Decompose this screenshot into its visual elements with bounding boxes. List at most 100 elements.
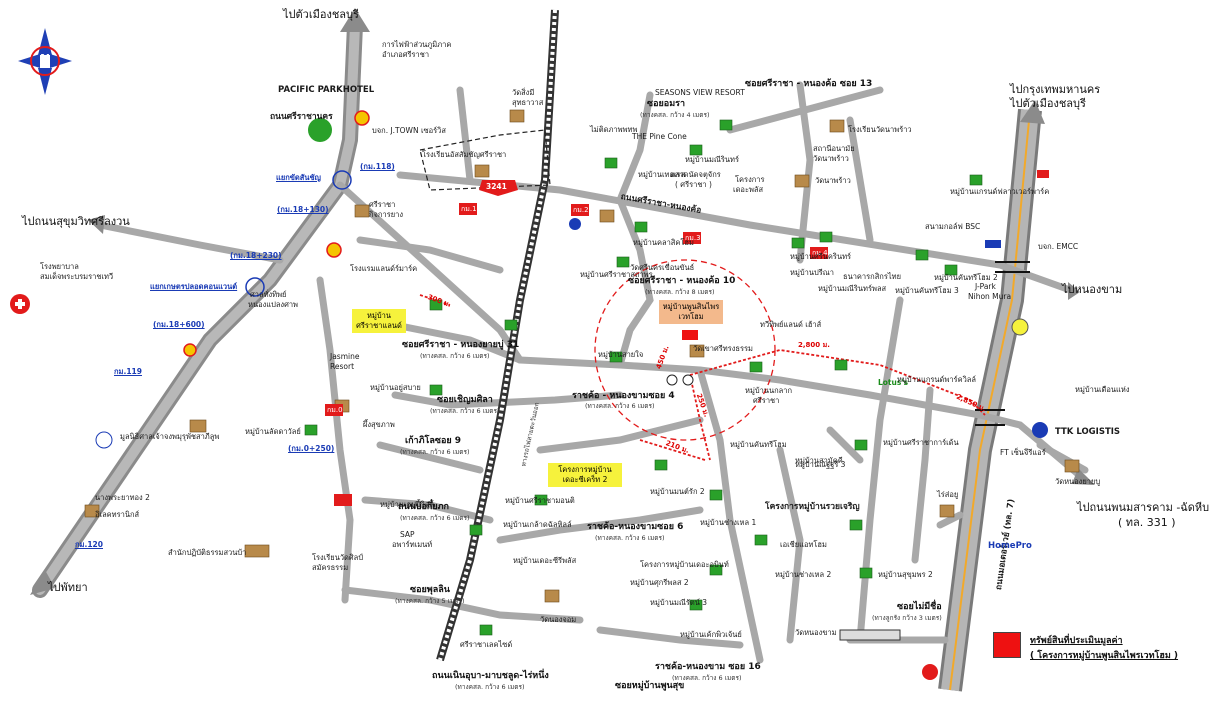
place-29: นางพระยาทอง 2 [95, 493, 150, 502]
km2-label: กม.2 [573, 206, 589, 214]
shell-icons [183, 110, 370, 357]
village-4: หมู่บ้านมณีรินทร์ [685, 155, 740, 164]
village-25: หมู่บ้านมณีรัตน์ 3 [650, 598, 708, 607]
place-13b: เดอะพลัส [733, 185, 764, 194]
place-14: สนามกอล์ฟ BSC [925, 222, 981, 231]
road-soi31: ซอยศรีราชา - หนองยายบู่ 31 [402, 340, 520, 350]
place-35b: Resort [330, 362, 355, 371]
distance-d2: 2,800 ม. [798, 341, 830, 349]
junction-km0250: (กม.0+250) [288, 444, 335, 453]
junction-circles [245, 170, 352, 297]
subject-property-label: หมู่บ้านพูนสินไพร เวทโฮม [659, 300, 723, 324]
place-6: SEASONS VIEW RESORT [655, 88, 745, 97]
village-32: เอเชียแอทโฮม [780, 540, 827, 549]
misc-icons [95, 118, 1049, 680]
place-11: วัดนาพร้าว [815, 176, 851, 185]
village-33: หมู่บ้านเค้กพิวเจ้นย์ [680, 630, 742, 639]
place-0: การไฟฟ้าส่วนภูมิภาค [382, 40, 452, 49]
road-amorn: ซอยอมรา [647, 99, 686, 109]
dir-phanom-331: ( ทล. 331 ) [1118, 516, 1176, 529]
place-27: ศาลทั่งทิพย์ [250, 290, 287, 299]
village-24: หมู่บ้านช่างเหล 1 [700, 518, 757, 527]
compass-label: N [40, 52, 51, 66]
village-27: หมู่บ้านณัฐฐรี 3 [795, 460, 846, 469]
road-soi13: ซอยศรีราชา - หนองค้อ ซอย 13 [745, 79, 873, 89]
place-16: J-Park [975, 282, 996, 291]
place-34: โรงเรียนวัดศิลป์ [312, 553, 364, 562]
junction-km18600: (กม.18+600) [153, 320, 205, 329]
road-msui: ซอยไม่มีชื่อ [897, 602, 942, 612]
place-13: โครงการ [735, 175, 765, 184]
village-13: หมู่บ้านศรีราชาการ์เด้น [883, 438, 959, 447]
road-choem-sub: (ทางคสล. กว้าง 6 เมตร) [430, 407, 500, 415]
point-1 [666, 374, 678, 386]
place-24: FT เซ็นจึรีแอร์ [1000, 448, 1046, 457]
junction-km120: กม.120 [75, 540, 103, 549]
point-2 [682, 374, 694, 386]
village-12: หมู่บ้านเดือนแห่ง [1075, 385, 1130, 394]
dir-nongkham: ไปหนองขาม [1062, 283, 1123, 296]
place-19: วัดเขาศรีทรงธรรม [693, 344, 753, 353]
road-pacific: PACIFIC PARKHOTEL [278, 85, 375, 95]
village-16: หมู่บ้านเฮปปี้วิลล์ [380, 500, 435, 509]
village-11: หมู่บ้านแกรนด์พาร์ควิลล์ [897, 375, 976, 384]
place-39: ไร่ส่อยู [937, 490, 959, 499]
place-34b: สมัครธรรม [312, 563, 349, 572]
village-28: หมู่บ้านสุขุมพร 2 [878, 570, 933, 579]
village-14: หมู่บ้านสามัคคี [795, 456, 843, 465]
road-soi9-sub: (ทางคสล. กว้าง 6 เมตร) [400, 448, 470, 456]
subject-radius-circle [594, 259, 776, 441]
place-1: วัดสิ่งมี [512, 88, 535, 97]
km0-label: กม.0 [327, 406, 343, 414]
place-12b: ( ศรีราชา ) [675, 180, 712, 189]
road-phuthin-sub: (ทางคสล. กว้าง 5 เมตร) [395, 597, 465, 605]
place-3: โรงเรียนอัสสัมชัญศรีราชา [422, 150, 507, 159]
place-32: HomePro [988, 541, 1032, 551]
village-9: หมู่บ้านคันทรีโฮม 2 [934, 273, 998, 282]
road-soi16-sub: (ทางคสล. กว้าง 6 เมตร) [672, 674, 742, 682]
road-soi6-sub: (ทางคสล. กว้าง 6 เมตร) [595, 534, 665, 542]
place-23: TTK LOGISTIS [1055, 427, 1121, 437]
village-30: ศรีราชาเลคไซด์ [460, 640, 513, 649]
place-22b: ศรีราชา [753, 396, 780, 405]
sukhumvit-road [32, 17, 363, 598]
kotaesri-label: โครงการหมู่บ้าน เดอะซีเคร็ท 2 [548, 463, 622, 487]
place-4: ศรีราชา [369, 200, 396, 209]
place-1b: สุทธาวาส [512, 98, 544, 107]
village-22: หมู่บ้านคันทรีโฮม [730, 440, 787, 449]
road-soi31-sub: (ทางคสล. กว้าง 6 เมตร) [420, 352, 490, 360]
place-28: มูลนิธิศาลเจ้าจงพมุรุพัชสาภีลูพ [120, 432, 220, 441]
village-5: หมู่บ้านศรีนครินทร์ [790, 252, 852, 261]
village-7: หมู่บ้านมณีรินทร์พลส [818, 284, 887, 293]
place-33: วัดหนองขาม [795, 628, 837, 637]
road-soi16: ราชค้อ-หนองขาม ซอย 16 [655, 662, 761, 672]
road-nongsam: ถนนเนินอุบา-มาบชลูด-ไร่หนึ่ง [432, 671, 549, 681]
road-3241-shield [479, 180, 518, 196]
building-icons [84, 109, 1080, 603]
place-26b: สมเด็จพระบรมราชเทวี [40, 272, 114, 281]
village-3: หมู่บ้านเทอเรส [638, 170, 686, 179]
place-38b: อพาร์ทเมนท์ [392, 540, 433, 549]
road-amorn-sub: (ทางคสล. กว้าง 4 เมตร) [640, 111, 710, 119]
village-15: หมู่บ้านอยู่สบาย [370, 383, 421, 392]
place-36: ผึ้งสุขภาพ [363, 420, 395, 429]
compass-icon [18, 28, 72, 95]
place-4b: กิจการยาง [369, 210, 403, 219]
place-9: โรงเรียนวัดนาพร้าว [848, 125, 912, 134]
village-6: หมู่บ้านปรีณา [790, 268, 834, 277]
junction-km18130: (กม.18+130) [277, 205, 329, 214]
hospital-icon [10, 294, 30, 314]
road-sanook-sub: (ทางคสล. กว้าง 6 เมตร) [400, 514, 470, 522]
village-1: หมู่บ้านสายใจ [598, 350, 644, 359]
junction-kulasn: แยกขัดสันชัญ [276, 173, 321, 182]
dir-pattaya: ไปพัทยา [48, 581, 88, 594]
place-15: บจก. EMCC [1038, 242, 1079, 251]
road-soi4-sub: (ทางคสล. กว้าง 6 เมตร) [585, 402, 655, 410]
subject-property-marker [682, 330, 698, 340]
legend-line1: ทรัพย์สินที่ประเมินมูลค่า [1030, 636, 1123, 646]
place-0b: อำเภอศรีราชา [382, 50, 430, 59]
village-0: หมู่บ้านศรีราชาสถาพร [580, 270, 653, 279]
legend-line2: ( โครงการหมู่บ้านพูนสินไพรเวทโฮม ) [1030, 651, 1179, 661]
village-18: หมู่บ้านเกล้าดฉัลหิลล์ [503, 520, 572, 529]
